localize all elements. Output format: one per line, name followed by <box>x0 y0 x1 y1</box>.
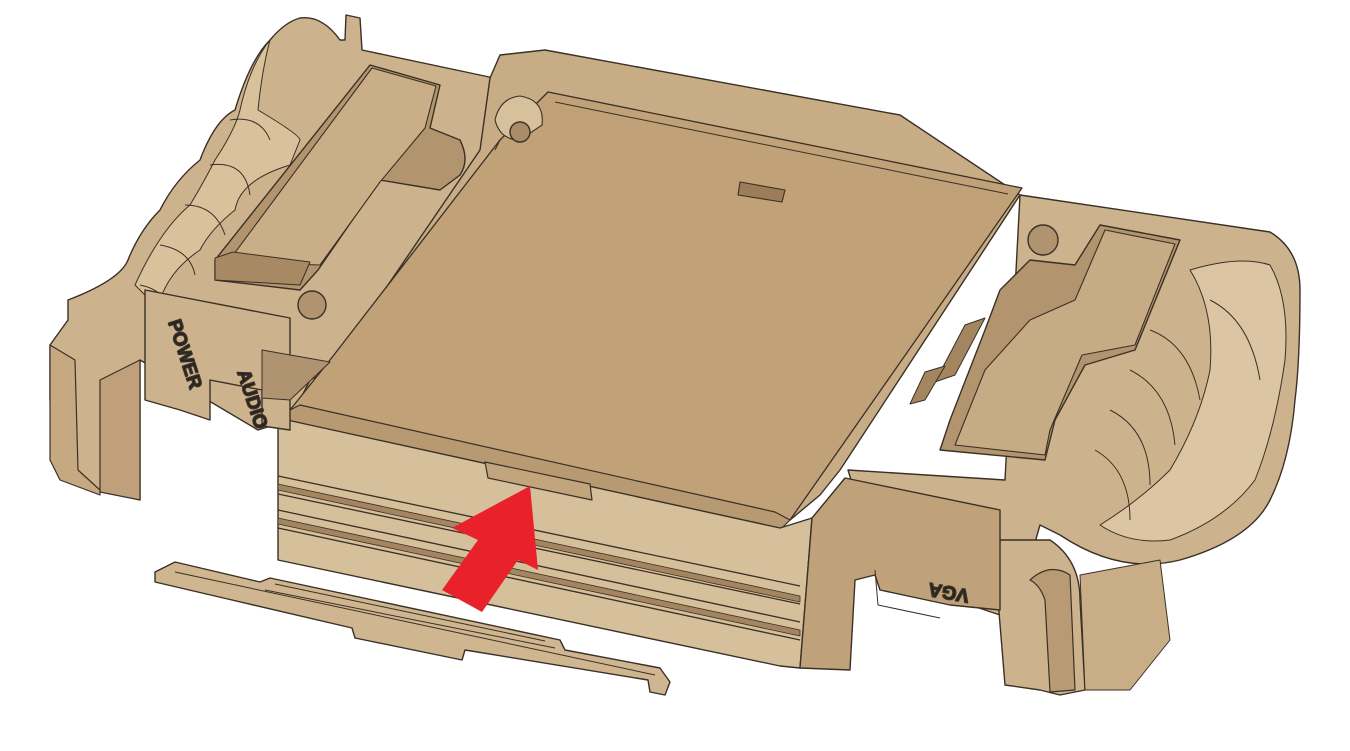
front-latch <box>484 461 593 501</box>
red-arrow <box>442 486 538 612</box>
top-screw-hole <box>509 121 531 143</box>
right-port-slot <box>909 224 1181 461</box>
tab-slot <box>737 181 786 203</box>
main-body <box>144 49 1023 671</box>
right-screw-hole <box>1027 224 1059 256</box>
loose-slider-part <box>154 561 671 696</box>
left-port-slot <box>214 64 466 320</box>
left-screw-hole <box>297 290 327 320</box>
